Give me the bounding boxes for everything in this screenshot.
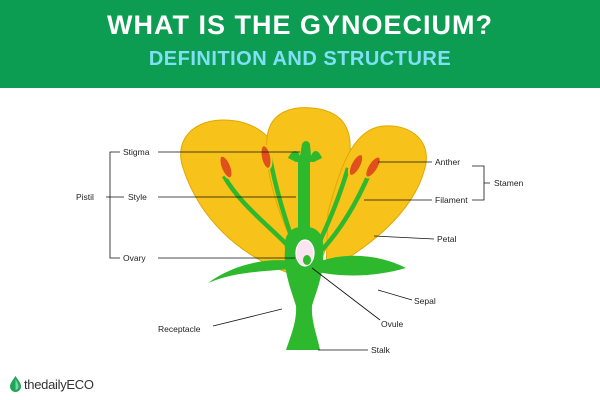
label-sepal: Sepal (414, 296, 436, 306)
brand-name: thedailyECO (24, 376, 94, 392)
leader-lines (158, 151, 435, 351)
anther-far-right (364, 155, 382, 179)
label-pistil: Pistil (76, 192, 94, 202)
flower-diagram: Stigma Style Pistil Ovary Receptacle Ant… (76, 107, 524, 355)
sepals (208, 255, 406, 283)
anther-right (347, 153, 365, 177)
label-receptacle: Receptacle (158, 324, 201, 334)
label-filament: Filament (435, 195, 468, 205)
style-shape (298, 158, 310, 240)
ovule-shape (303, 255, 311, 265)
page-subtitle: DEFINITION AND STRUCTURE (148, 48, 452, 70)
stigma-shape (288, 141, 322, 162)
anther-left (259, 144, 273, 170)
pistil-shape (288, 141, 322, 240)
leaf-drop-icon (10, 376, 21, 392)
pistil-bracket (106, 151, 124, 259)
brand-logo: thedailyECO (10, 376, 94, 392)
page-title: WHAT IS THE GYNOECIUM? (107, 10, 493, 40)
anther-far-left (218, 154, 234, 180)
stamen-bracket (472, 165, 490, 201)
label-stalk: Stalk (371, 345, 391, 355)
label-stigma: Stigma (123, 147, 150, 157)
anthers (218, 144, 382, 180)
sepal-right (318, 255, 406, 276)
label-ovule: Ovule (381, 319, 403, 329)
label-anther: Anther (435, 157, 460, 167)
label-petal: Petal (437, 234, 456, 244)
sepal-left (208, 260, 298, 283)
label-stamen: Stamen (494, 178, 524, 188)
header-banner (0, 0, 600, 88)
label-style: Style (128, 192, 147, 202)
filament-far-right (320, 171, 373, 252)
label-ovary: Ovary (123, 253, 146, 263)
